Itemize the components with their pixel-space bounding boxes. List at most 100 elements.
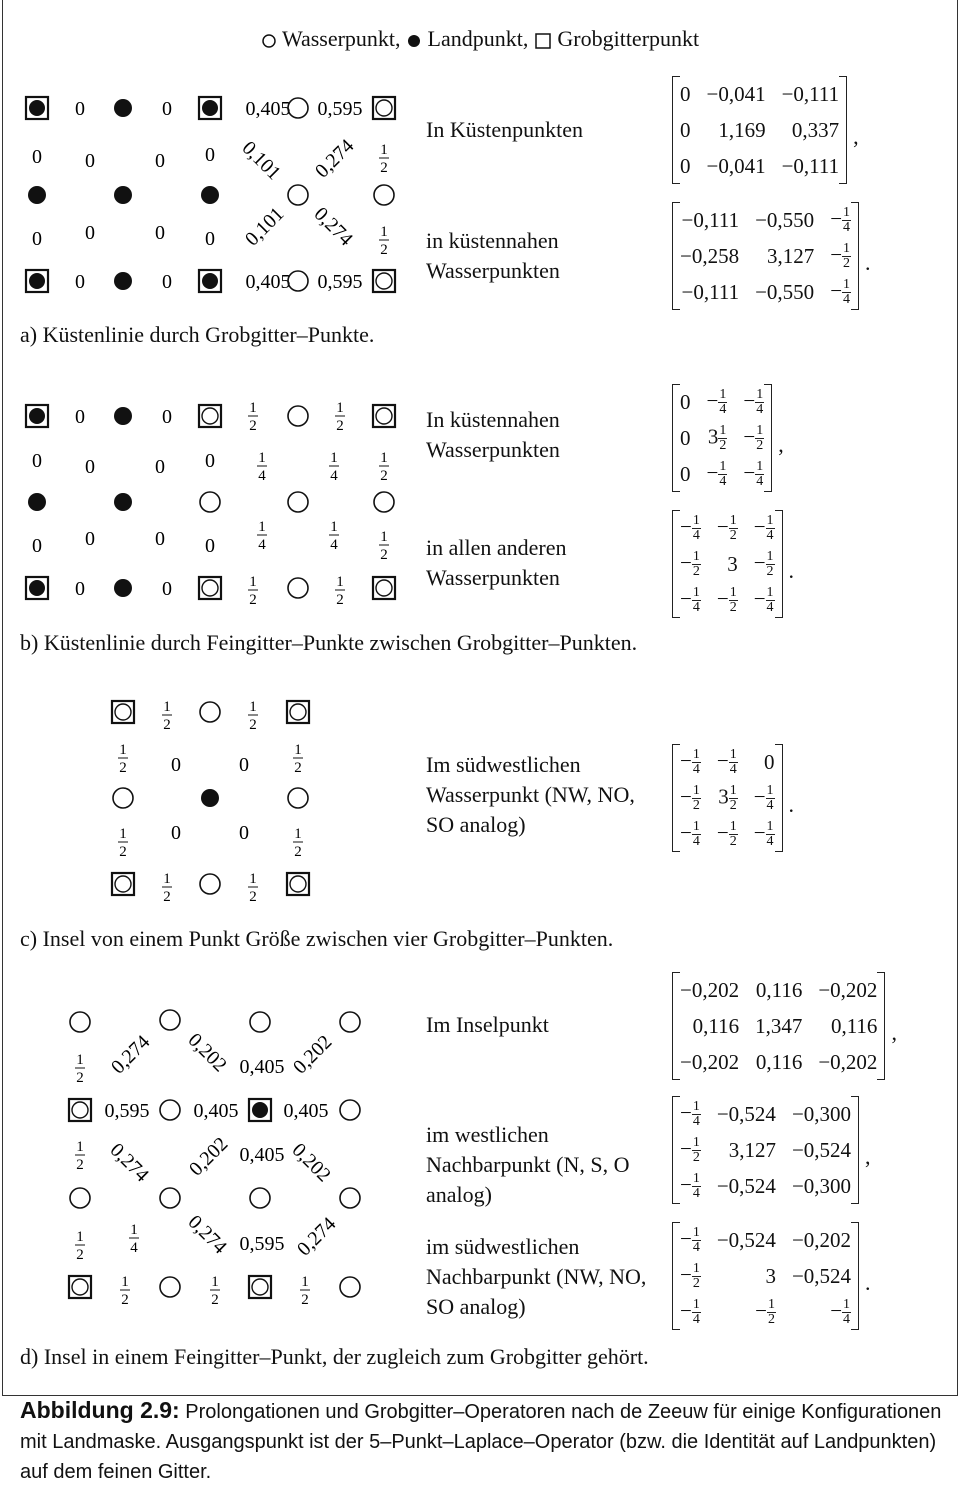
fraction-label: 14 bbox=[257, 450, 267, 484]
matrix-cell: −0,300 bbox=[791, 1173, 852, 1198]
svg-text:2: 2 bbox=[294, 844, 302, 860]
land-point-icon bbox=[114, 186, 132, 204]
svg-text:2: 2 bbox=[249, 418, 257, 434]
svg-text:2: 2 bbox=[249, 592, 257, 608]
land-point-icon bbox=[28, 186, 46, 204]
matrix-cell: −0,111 bbox=[781, 81, 840, 106]
fraction-label: 12 bbox=[379, 450, 389, 484]
land-point-icon bbox=[408, 34, 421, 47]
matrix-punct: . bbox=[788, 557, 795, 583]
land-point-icon bbox=[202, 273, 218, 289]
fraction-label: 12 bbox=[162, 871, 172, 905]
matrix-row: 0−0,041−0,111 bbox=[672, 76, 847, 112]
matrix-cell: −0,300 bbox=[791, 1101, 852, 1126]
svg-text:4: 4 bbox=[330, 537, 338, 553]
coarse-point-icon bbox=[197, 95, 223, 121]
land-point-icon bbox=[114, 493, 132, 511]
grid-label: 0,595 bbox=[318, 271, 363, 293]
matrix-cell: −0,524 bbox=[716, 1101, 776, 1126]
fraction-label: 12 bbox=[248, 574, 258, 608]
svg-text:2: 2 bbox=[211, 1292, 219, 1308]
coarse-point-icon bbox=[24, 95, 50, 121]
svg-text:1: 1 bbox=[119, 826, 127, 842]
fraction-label: 12 bbox=[75, 1052, 85, 1086]
svg-text:1: 1 bbox=[163, 871, 171, 887]
fraction-label: 14 bbox=[329, 519, 339, 553]
water-point-icon bbox=[339, 1276, 361, 1298]
matrix-cell: −0,202 bbox=[791, 1227, 852, 1252]
grid-label: 0,595 bbox=[105, 1100, 150, 1122]
grid-label: 0 bbox=[162, 98, 172, 120]
fraction-label: 14 bbox=[129, 1222, 139, 1256]
matrix-cell: 0,116 bbox=[830, 1013, 878, 1038]
svg-text:2: 2 bbox=[294, 760, 302, 776]
land-point-icon bbox=[29, 273, 45, 289]
matrix-cell: 3,127 bbox=[766, 243, 815, 268]
matrix-punct: . bbox=[865, 1269, 871, 1295]
svg-text:2: 2 bbox=[336, 592, 344, 608]
fraction-label: 12 bbox=[335, 400, 345, 434]
matrix-cell: −0,258 bbox=[680, 243, 740, 268]
grid-label: 0,405 bbox=[246, 98, 291, 120]
grid-label: 0 bbox=[205, 144, 215, 166]
water-point-icon bbox=[375, 99, 393, 117]
coarse-point-icon bbox=[197, 403, 223, 429]
grid-label: 0 bbox=[155, 528, 165, 550]
caption-c: c) Insel von einem Punkt Größe zwischen … bbox=[20, 926, 614, 951]
grid-label: 0 bbox=[75, 271, 85, 293]
coarse-point-icon bbox=[371, 403, 397, 429]
legend-water: Wasserpunkt, bbox=[281, 26, 401, 51]
svg-text:1: 1 bbox=[330, 519, 338, 535]
svg-text:2: 2 bbox=[380, 242, 388, 258]
water-point-icon bbox=[287, 577, 309, 599]
svg-text:1: 1 bbox=[380, 529, 388, 545]
svg-text:1: 1 bbox=[76, 1229, 84, 1245]
svg-text:2: 2 bbox=[76, 1157, 84, 1173]
caption-b: b) Küstenlinie durch Feingitter–Punkte z… bbox=[20, 630, 638, 655]
water-point-icon bbox=[69, 1187, 91, 1209]
grid-label: 0 bbox=[75, 98, 85, 120]
caption-a: a) Küstenlinie durch Grobgitter–Punkte. bbox=[20, 322, 375, 347]
grid-label: 0,405 bbox=[284, 1100, 329, 1122]
fraction-label: 12 bbox=[75, 1229, 85, 1263]
grid-label: 0,202 bbox=[289, 1031, 336, 1078]
grid-label: 0 bbox=[171, 822, 181, 844]
water-point-icon bbox=[251, 1278, 269, 1296]
matrix-cell: 0 bbox=[764, 749, 775, 774]
matrix-cell: 0,116 bbox=[755, 1049, 803, 1074]
grid-label: 0,202 bbox=[184, 1029, 231, 1076]
legend-coarse: Grobgitterpunkt bbox=[557, 26, 700, 51]
matrix-cell: 3 bbox=[765, 1263, 776, 1288]
matrix-cell: −0,524 bbox=[791, 1137, 852, 1162]
fraction-label: 12 bbox=[300, 1274, 310, 1308]
coarse-point-icon bbox=[24, 403, 50, 429]
water-point-icon bbox=[373, 184, 395, 206]
op-label-a1: In Küstenpunkten bbox=[426, 117, 584, 142]
water-point-icon bbox=[375, 407, 393, 425]
grid-label: 0,274 bbox=[184, 1211, 231, 1258]
matrix-row: 0−0,041−0,111 bbox=[672, 148, 847, 184]
matrix-punct: , bbox=[891, 1019, 897, 1045]
matrix-cell: −0,524 bbox=[716, 1173, 776, 1198]
grid-label: 0 bbox=[75, 406, 85, 428]
grid-label: 0 bbox=[205, 450, 215, 472]
matrix-cell: 0 bbox=[680, 81, 691, 106]
svg-text:1: 1 bbox=[258, 519, 266, 535]
svg-text:2: 2 bbox=[119, 760, 127, 776]
svg-text:4: 4 bbox=[258, 537, 266, 553]
